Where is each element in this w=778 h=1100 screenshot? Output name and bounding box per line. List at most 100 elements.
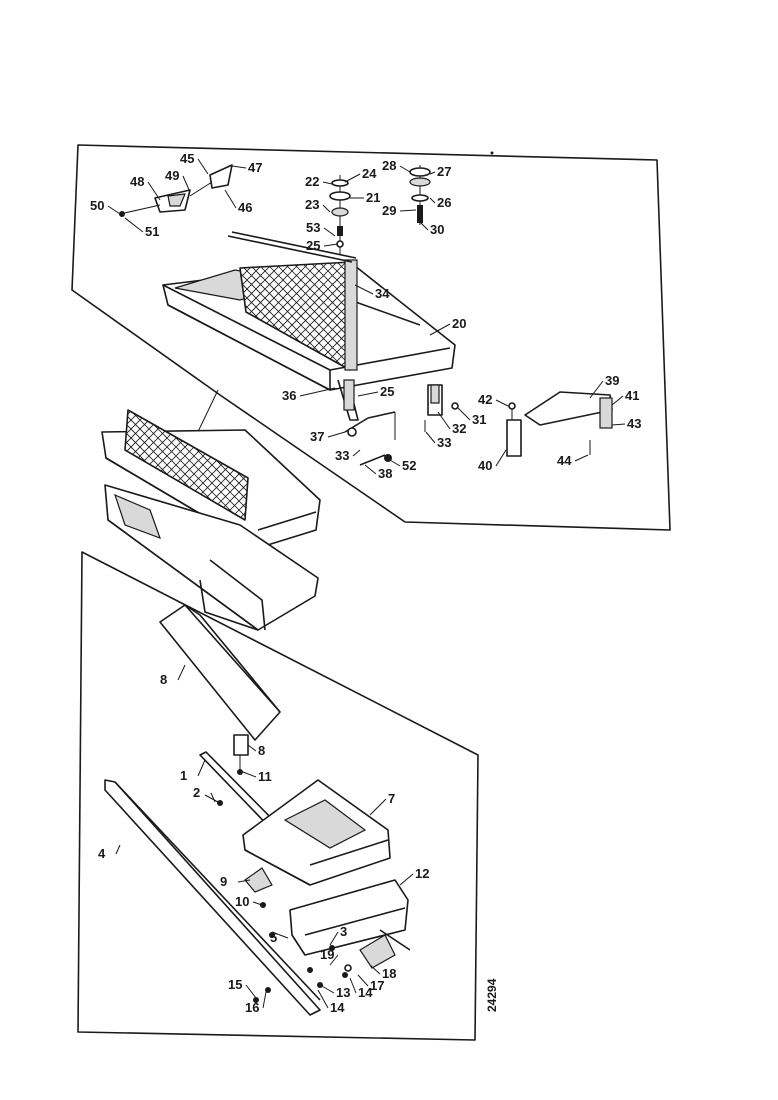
callout-leader-c20 (429, 323, 451, 336)
mesh-strand (217, 410, 248, 520)
callout-c5: 5 (270, 930, 277, 945)
callout-leader-c1 (197, 759, 206, 777)
callout-leader-c11 (242, 771, 257, 778)
callout-leader-c7 (369, 798, 387, 816)
callout-leader-c42 (495, 399, 509, 407)
callout-c47: 47 (248, 160, 262, 175)
mesh-strand (240, 262, 313, 370)
callout-c21: 21 (366, 190, 380, 205)
callout-c29: 29 (382, 203, 396, 218)
callout-c7: 7 (388, 791, 395, 806)
callout-leader-c30 (419, 221, 429, 231)
cushion-7 (242, 779, 391, 886)
rail-4 (104, 779, 321, 1016)
callout-leader-c5 (271, 931, 289, 939)
callout-c15: 15 (228, 977, 242, 992)
callout-leader-c17 (357, 974, 369, 987)
callout-c33a: 33 (437, 435, 451, 450)
callout-c20: 20 (452, 316, 466, 331)
callout-leader-c39 (589, 380, 604, 399)
hinge-32 (424, 384, 459, 432)
callout-c32: 32 (452, 421, 466, 436)
callout-c4: 4 (98, 846, 106, 861)
screw-2 (204, 794, 223, 806)
callout-c42: 42 (478, 392, 492, 407)
callout-leader-c46 (224, 189, 237, 209)
callout-c31: 31 (472, 412, 486, 427)
callout-leader-c8b (247, 744, 257, 752)
callout-c41: 41 (625, 388, 639, 403)
callout-leader-c25a (323, 243, 339, 247)
lower-detail-frame (77, 551, 479, 1041)
bracket-39 (506, 391, 613, 457)
callout-c2: 2 (193, 785, 200, 800)
mesh-strand (125, 410, 171, 520)
mesh-strand (452, 260, 564, 372)
callout-leader-c18 (369, 964, 381, 975)
bracket-48 (119, 164, 233, 217)
callout-leader-c31 (457, 407, 471, 421)
mesh-strand (335, 408, 449, 522)
callout-c53: 53 (306, 220, 320, 235)
mesh-strand (240, 262, 331, 370)
callout-leader-c19 (329, 954, 339, 966)
clip-6 (233, 734, 249, 775)
callout-c16: 16 (245, 1000, 259, 1015)
callout-leader-c47 (231, 165, 247, 169)
post-25 (343, 379, 355, 411)
mesh-strand (452, 260, 564, 372)
linkage-37-38 (344, 411, 396, 466)
panel-8 (159, 604, 281, 741)
callout-c36: 36 (282, 388, 296, 403)
callout-c39: 39 (605, 373, 619, 388)
callout-leader-c44 (574, 454, 589, 462)
callout-leader-c32 (437, 411, 451, 430)
callout-leader-c28 (399, 165, 411, 173)
callout-leader-c12 (399, 873, 414, 886)
callout-leader-c43 (611, 423, 626, 426)
mesh-strand (326, 408, 440, 522)
callout-leader-c38 (364, 464, 377, 475)
callout-c24: 24 (362, 166, 377, 181)
callout-leader-c49 (182, 175, 191, 193)
callout-c50: 50 (90, 198, 104, 213)
callout-c8a: 8 (160, 672, 167, 687)
callout-leader-c36 (299, 387, 336, 397)
callout-leader-c27 (429, 171, 436, 175)
callout-c26: 26 (437, 195, 451, 210)
mesh-strand (316, 262, 352, 370)
mesh-strand (240, 262, 268, 370)
callout-c1: 1 (180, 768, 187, 783)
callout-leader-c13 (319, 984, 335, 994)
callout-leader-c24 (344, 173, 361, 183)
mesh-strand (307, 262, 352, 370)
callout-leader-c50 (107, 205, 121, 215)
callout-leader-c15 (245, 984, 257, 999)
mesh-strand (335, 408, 449, 522)
callout-leader-c53 (323, 227, 336, 237)
callout-leader-c2 (210, 792, 216, 803)
middle-seat-assembly (101, 408, 449, 631)
callout-c23: 23 (305, 197, 319, 212)
callout-leader-c10 (252, 901, 263, 906)
callout-leader-c9 (237, 879, 251, 883)
callout-c25a: 25 (306, 238, 320, 253)
mesh-strand (461, 260, 573, 372)
mesh-strand (125, 410, 162, 520)
lower-screws (253, 902, 348, 1003)
callout-c25b: 25 (380, 384, 394, 399)
callout-c30: 30 (430, 222, 444, 237)
callout-leader-c23 (322, 204, 331, 213)
hardware-stack-left (329, 175, 351, 255)
callout-leader-c16 (262, 991, 267, 1009)
callout-leader-c25b (357, 391, 379, 397)
mesh-strand (240, 262, 322, 370)
callout-c12: 12 (415, 866, 429, 881)
callout-leader-c14a (349, 977, 357, 994)
mesh-strand (461, 260, 573, 372)
callout-c40: 40 (478, 458, 492, 473)
callout-c33b: 33 (335, 448, 349, 463)
callout-leader-c45 (197, 158, 209, 175)
